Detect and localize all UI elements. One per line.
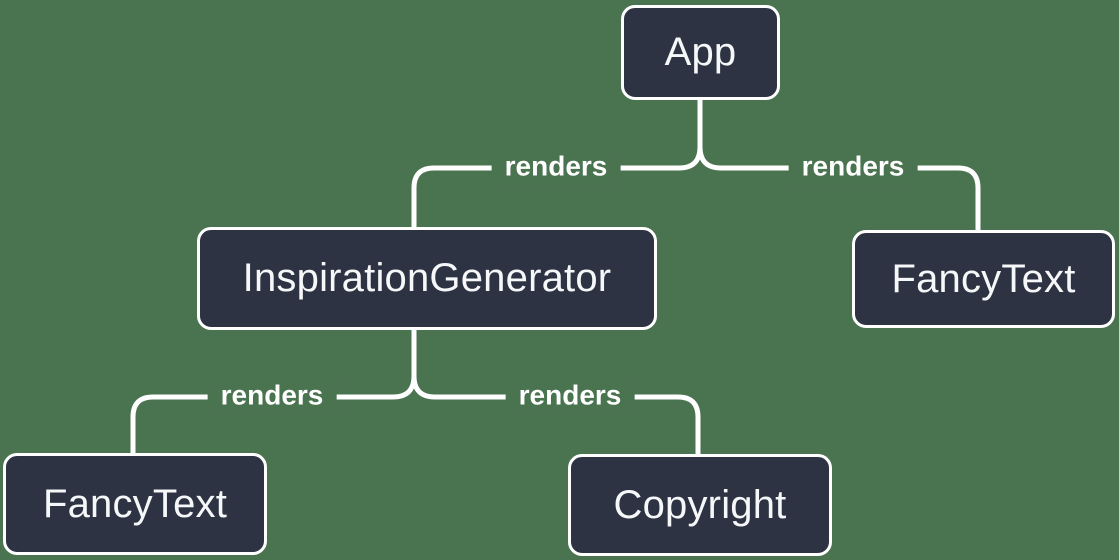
node-copyright: Copyright bbox=[568, 454, 832, 556]
node-app: App bbox=[621, 5, 780, 100]
node-app-label: App bbox=[664, 30, 737, 74]
node-fancy-text-left: FancyText bbox=[3, 453, 267, 555]
edge-label-renders-ig-right: renders bbox=[505, 378, 635, 414]
node-fancy-text-right: FancyText bbox=[852, 230, 1115, 328]
edge-label-renders-app-left: renders bbox=[491, 149, 621, 185]
node-fancy-text-right-label: FancyText bbox=[891, 256, 1076, 301]
node-inspiration-generator: InspirationGenerator bbox=[197, 227, 657, 330]
edge-label-renders-ig-left: renders bbox=[207, 378, 337, 414]
edge-label-renders-app-right: renders bbox=[788, 149, 918, 185]
node-inspiration-generator-label: InspirationGenerator bbox=[242, 256, 612, 300]
node-copyright-label: Copyright bbox=[613, 482, 787, 527]
node-fancy-text-left-label: FancyText bbox=[42, 481, 228, 526]
